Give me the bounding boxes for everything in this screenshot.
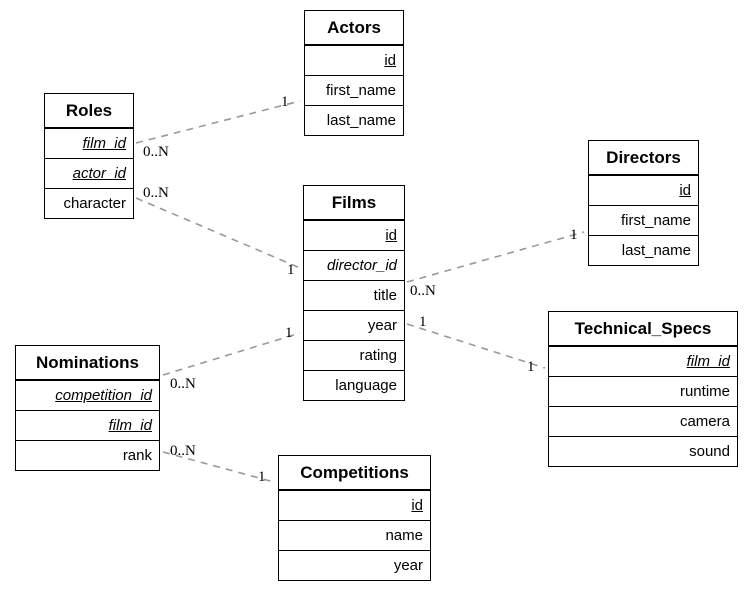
attribute-row[interactable]: rank [16, 441, 159, 470]
attribute-row[interactable]: id [589, 176, 698, 206]
attribute-label: year [393, 557, 423, 574]
entity-title-roles: Roles [45, 94, 133, 129]
attribute-row[interactable]: last_name [305, 106, 403, 135]
attribute-label: rating [359, 347, 397, 364]
attribute-label: year [367, 317, 397, 334]
attribute-label: first_name [620, 212, 691, 229]
attribute-label: last_name [326, 112, 396, 129]
entity-title-nominations: Nominations [16, 346, 159, 381]
attribute-label: last_name [621, 242, 691, 259]
cardinality-label-nominations-films-to: 1 [285, 325, 293, 341]
cardinality-label-films-technical_specs-from: 1 [419, 314, 427, 330]
attribute-row[interactable]: film_id [45, 129, 133, 159]
attribute-label: id [385, 227, 397, 244]
attribute-label: runtime [679, 383, 730, 400]
entity-title-films: Films [304, 186, 404, 221]
cardinality-label-roles-actors-to: 1 [281, 94, 289, 110]
attribute-label: actor_id [72, 165, 126, 182]
attribute-label: id [679, 182, 691, 199]
entity-competitions[interactable]: Competitions id name year [278, 455, 431, 581]
attribute-row[interactable]: id [304, 221, 404, 251]
entity-actors[interactable]: Actors id first_name last_name [304, 10, 404, 136]
attribute-row[interactable]: first_name [305, 76, 403, 106]
attribute-row[interactable]: rating [304, 341, 404, 371]
cardinality-label-films-directors-from: 0..N [410, 283, 436, 299]
cardinality-label-films-technical_specs-to: 1 [527, 359, 535, 375]
attribute-label: rank [122, 447, 152, 464]
attribute-label: camera [679, 413, 730, 430]
attribute-row[interactable]: language [304, 371, 404, 400]
cardinality-label-nominations-competitions-to: 1 [258, 469, 266, 485]
entity-directors[interactable]: Directors id first_name last_name [588, 140, 699, 266]
entity-title-competitions: Competitions [279, 456, 430, 491]
relationship-line-roles-actors [135, 100, 301, 144]
attribute-label: language [335, 377, 397, 394]
attribute-row[interactable]: film_id [16, 411, 159, 441]
attribute-row[interactable]: year [304, 311, 404, 341]
attribute-row[interactable]: film_id [549, 347, 737, 377]
attribute-label: competition_id [55, 387, 152, 404]
attribute-label: film_id [82, 135, 126, 152]
entity-title-technical_specs: Technical_Specs [549, 312, 737, 347]
cardinality-label-nominations-films-from: 0..N [170, 376, 196, 392]
attribute-label: name [385, 527, 423, 544]
entity-title-directors: Directors [589, 141, 698, 176]
attribute-row[interactable]: first_name [589, 206, 698, 236]
attribute-row[interactable]: actor_id [45, 159, 133, 189]
attribute-row[interactable]: runtime [549, 377, 737, 407]
relationship-line-roles-films [135, 197, 301, 269]
attribute-label: title [373, 287, 397, 304]
attribute-row[interactable]: year [279, 551, 430, 580]
attribute-row[interactable]: last_name [589, 236, 698, 265]
attribute-row[interactable]: sound [549, 437, 737, 466]
attribute-label: first_name [325, 82, 396, 99]
attribute-row[interactable]: director_id [304, 251, 404, 281]
attribute-row[interactable]: character [45, 189, 133, 218]
attribute-label: id [411, 497, 423, 514]
cardinality-label-films-directors-to: 1 [570, 227, 578, 243]
entity-title-actors: Actors [305, 11, 403, 46]
relationship-line-films-technical_specs [406, 323, 546, 369]
entity-roles[interactable]: Roles film_id actor_id character [44, 93, 134, 219]
attribute-label: film_id [108, 417, 152, 434]
attribute-label: character [63, 195, 126, 212]
attribute-label: director_id [326, 257, 397, 274]
attribute-row[interactable]: camera [549, 407, 737, 437]
attribute-row[interactable]: title [304, 281, 404, 311]
attribute-label: sound [689, 443, 730, 460]
relationship-line-nominations-films [162, 332, 301, 376]
cardinality-label-roles-films-from: 0..N [143, 185, 169, 201]
attribute-row[interactable]: id [279, 491, 430, 521]
relationship-line-films-directors [406, 231, 585, 283]
cardinality-label-roles-actors-from: 0..N [143, 144, 169, 160]
attribute-row[interactable]: competition_id [16, 381, 159, 411]
attribute-row[interactable]: id [305, 46, 403, 76]
cardinality-label-roles-films-to: 1 [287, 262, 295, 278]
attribute-row[interactable]: name [279, 521, 430, 551]
attribute-label: film_id [686, 353, 730, 370]
attribute-label: id [384, 52, 396, 69]
cardinality-label-nominations-competitions-from: 0..N [170, 443, 196, 459]
